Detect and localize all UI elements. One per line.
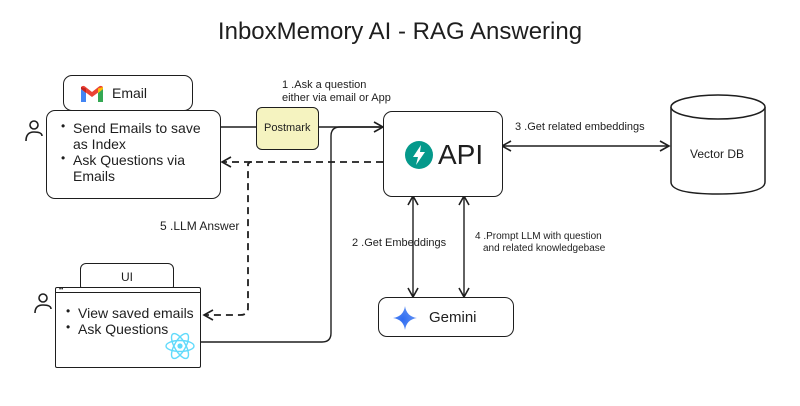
api-label: API xyxy=(438,139,484,170)
step1-label: 1 .Ask a question either via email or Ap… xyxy=(282,79,391,104)
fastapi-icon xyxy=(405,141,433,169)
step3-label: 3 .Get related embeddings xyxy=(515,121,645,133)
edge-api-to-ui-answer xyxy=(202,161,252,321)
step5-label: 5 .LLM Answer xyxy=(160,219,240,233)
gemini-label: Gemini xyxy=(429,309,477,326)
diagram-title: InboxMemory AI - RAG Answering xyxy=(217,18,583,45)
email-node: Send Emails to save as Index Ask Questio… xyxy=(46,110,221,199)
window-titlebar: •• xyxy=(56,287,200,293)
ui-tab-label: UI xyxy=(121,270,133,284)
gemini-sparkle-icon xyxy=(393,306,417,330)
email-tab-label: Email xyxy=(112,85,148,101)
postmark-node: Postmark xyxy=(256,107,319,150)
ui-node: •• View saved emails Ask Questions xyxy=(55,287,201,368)
ui-bullet: View saved emails xyxy=(64,303,204,321)
step2-label: 2 .Get Embeddings xyxy=(352,237,447,249)
step4-label: 4 .Prompt LLM with question and related … xyxy=(475,231,606,254)
email-tab-node: Email xyxy=(63,75,193,111)
gmail-icon xyxy=(81,85,103,102)
user-icon xyxy=(25,120,43,142)
postmark-label: Postmark xyxy=(264,122,311,134)
api-node: API xyxy=(383,111,503,197)
edge-ui-to-api xyxy=(201,126,383,343)
react-icon xyxy=(165,332,195,360)
vector-db-label: Vector DB xyxy=(690,147,745,161)
email-bullet: Ask Questions via Emails xyxy=(59,150,219,184)
ui-bullet: Ask Questions xyxy=(64,319,204,337)
user-icon xyxy=(34,293,52,314)
window-dots-icon: •• xyxy=(59,287,64,293)
vector-db-cylinder xyxy=(670,94,766,195)
email-bullet: Send Emails to save as Index xyxy=(59,118,219,152)
gemini-node: Gemini xyxy=(378,297,514,337)
